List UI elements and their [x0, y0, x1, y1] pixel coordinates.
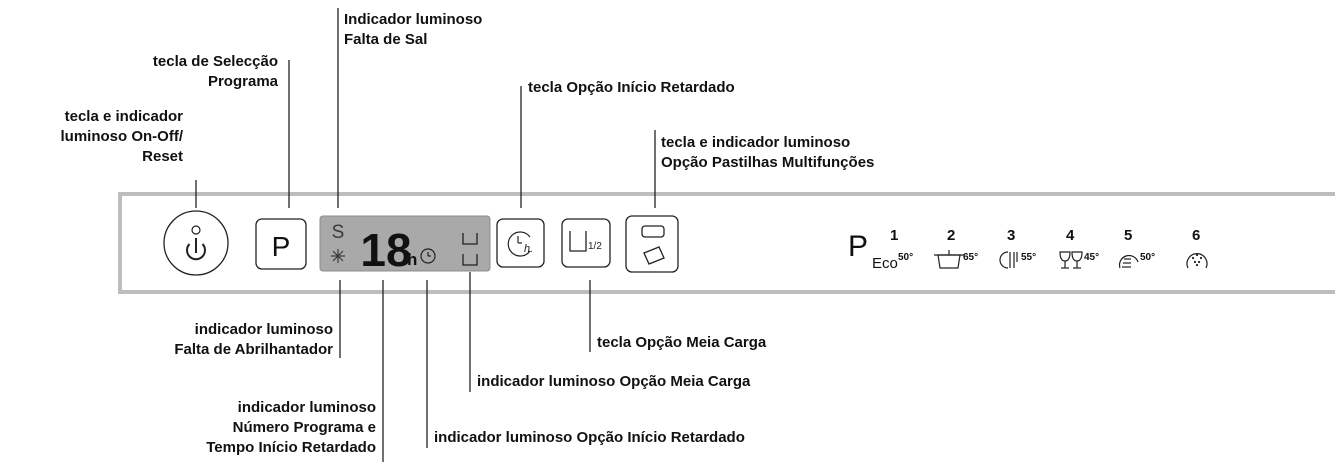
label-on-off: tecla e indicador luminoso On-Off/ Reset	[60, 108, 183, 165]
program-key-glyph: P	[272, 231, 291, 262]
program-5: 5 50°	[1118, 227, 1155, 269]
delay-start-button[interactable]: h.	[496, 218, 545, 268]
program-list-symbol: P	[848, 230, 868, 263]
clock-icon	[507, 231, 531, 257]
prewash-icon	[1186, 253, 1208, 269]
power-icon	[186, 225, 206, 261]
program-list: P 1 Eco 50° 2 65° 3 55° 4	[848, 227, 1208, 272]
half-load-indicator-icon	[462, 233, 478, 266]
half-load-suffix: 1/2	[588, 241, 602, 252]
svg-text:50°: 50°	[898, 252, 913, 263]
control-panel-outline	[118, 192, 1335, 294]
display-hour-unit: h	[407, 250, 417, 269]
svg-text:1: 1	[890, 227, 898, 244]
pot-icon	[934, 250, 964, 269]
program-1: 1 Eco 50°	[872, 227, 913, 272]
program-select-button[interactable]: P	[255, 218, 307, 270]
delay-start-indicator-icon	[420, 248, 436, 264]
salt-indicator: S	[332, 222, 345, 243]
label-program-select: tecla de Selecção Programa	[152, 53, 278, 90]
program-6: 6	[1186, 227, 1208, 269]
label-delay-key: tecla Opção Início Retardado	[528, 79, 735, 96]
rinse-aid-icon	[331, 249, 345, 263]
svg-text:4: 4	[1066, 227, 1075, 244]
basket-icon	[569, 231, 587, 252]
multitab-indicator-lamp	[641, 225, 665, 238]
display-panel: S 18 h	[319, 215, 491, 276]
multitab-button[interactable]	[625, 215, 679, 273]
svg-text:5: 5	[1124, 227, 1132, 244]
label-delay-indicator: indicador luminoso Opção Início Retardad…	[434, 429, 745, 446]
eco-icon: Eco	[872, 255, 898, 272]
half-load-button[interactable]: 1/2	[561, 218, 611, 268]
label-rinse-aid: indicador luminoso Falta de Abrilhantado…	[174, 321, 333, 358]
svg-text:55°: 55°	[1021, 252, 1036, 263]
plate-cutlery-icon	[999, 251, 1018, 269]
quick-wash-icon	[1118, 254, 1139, 269]
label-salt: Indicador luminoso Falta de Sal	[344, 11, 483, 48]
program-2: 2 65°	[934, 227, 978, 269]
label-half-load-key: tecla Opção Meia Carga	[597, 334, 767, 351]
label-half-load-indicator: indicador luminoso Opção Meia Carga	[477, 373, 751, 390]
svg-text:45°: 45°	[1084, 252, 1099, 263]
svg-text:6: 6	[1192, 227, 1200, 244]
tablet-icon	[643, 246, 665, 265]
svg-text:2: 2	[947, 227, 955, 244]
label-program-number: indicador luminoso Número Programa e Tem…	[206, 399, 376, 456]
on-off-button[interactable]	[163, 210, 229, 276]
glasses-icon	[1059, 251, 1083, 269]
label-multitab: tecla e indicador luminoso Opção Pastilh…	[661, 134, 875, 171]
program-3: 3 55°	[999, 227, 1036, 269]
svg-text:3: 3	[1007, 227, 1015, 244]
svg-text:50°: 50°	[1140, 252, 1155, 263]
svg-text:65°: 65°	[963, 252, 978, 263]
delay-key-glyph: h.	[524, 243, 533, 255]
program-number-display: 18	[360, 224, 411, 276]
program-4: 4 45°	[1059, 227, 1099, 269]
